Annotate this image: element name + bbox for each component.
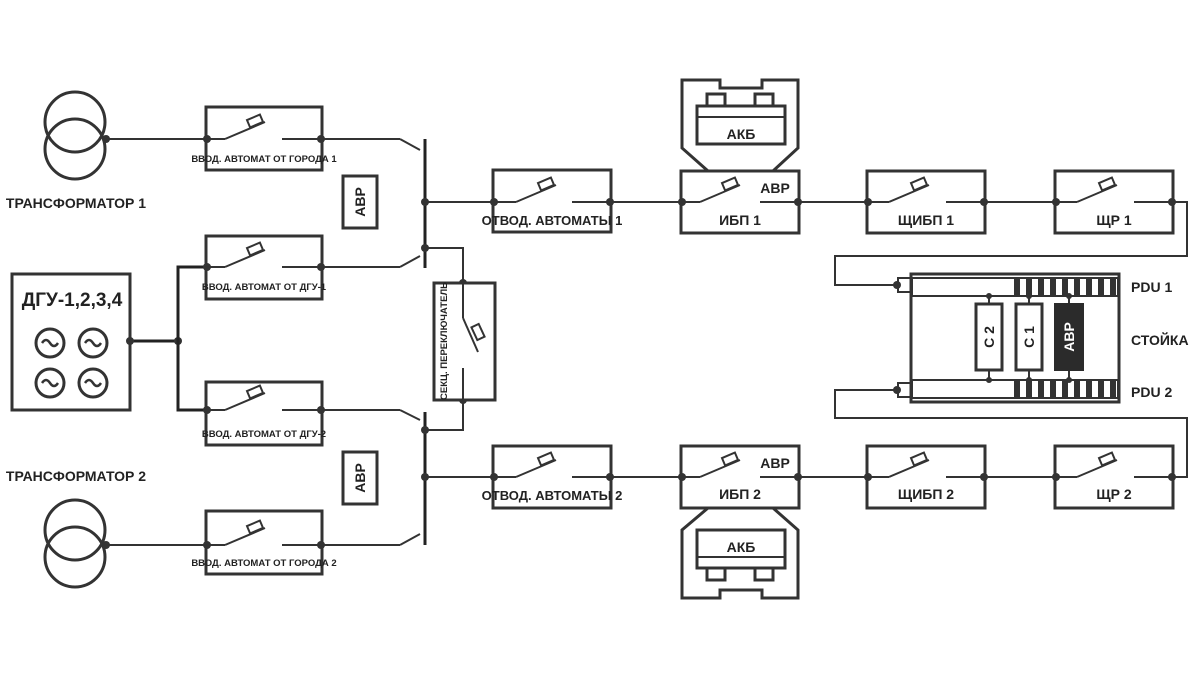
distribution-panel-2-label: ЩР 2: [1096, 486, 1131, 502]
server-c2: [974, 302, 1004, 372]
generator-icon: [34, 327, 66, 359]
breaker-city-2-label: ВВОД. АВТОМАТ ОТ ГОРОДА 2: [191, 558, 336, 569]
rack-avr-label: АВР: [1061, 322, 1077, 352]
transformer-2-label: ТРАНСФОРМАТОР 2: [6, 468, 146, 484]
outgoing-breakers-1-label: ОТВОД. АВТОМАТЫ 1: [482, 213, 623, 228]
server-c1-label: С 1: [1021, 326, 1037, 348]
pdu-1-strip: [897, 277, 1119, 297]
ups-panel-2: ЩИБП 2: [864, 444, 988, 510]
transformer-1: ТРАНСФОРМАТОР 1: [6, 90, 146, 211]
ups-1: АКБ АВР ИБП 1: [678, 78, 802, 235]
avr-switch-top: АВР: [322, 138, 429, 268]
breaker-dgu-2-label: ВВОД. АВТОМАТ ОТ ДГУ-2: [202, 429, 326, 440]
avr-switch-bottom: АВР: [322, 409, 429, 546]
ups-2: АВР ИБП 2 АКБ: [678, 444, 802, 600]
ups-2-label: ИБП 2: [719, 486, 761, 502]
outgoing-breakers-2-label: ОТВОД. АВТОМАТЫ 2: [482, 488, 623, 503]
ups-panel-1: ЩИБП 1: [864, 169, 988, 235]
server-rack: С 2 С 1 АВР: [897, 272, 1121, 404]
pdu-1-label: PDU 1: [1131, 279, 1172, 295]
outgoing-breakers-2: ОТВОД. АВТОМАТЫ 2: [482, 444, 623, 510]
pdu-2-label: PDU 2: [1131, 384, 1172, 400]
battery-1-label: АКБ: [727, 126, 756, 142]
transformer-1-label: ТРАНСФОРМАТОР 1: [6, 195, 146, 211]
outgoing-breakers-1: ОТВОД. АВТОМАТЫ 1: [482, 168, 623, 234]
breaker-dgu-1-label: ВВОД. АВТОМАТ ОТ ДГУ-1: [202, 282, 327, 293]
distribution-panel-1: ЩР 1: [1052, 169, 1176, 235]
ups-panel-1-label: ЩИБП 1: [898, 212, 954, 228]
ups-2-avr-label: АВР: [760, 455, 790, 471]
battery-2-label: АКБ: [727, 539, 756, 555]
distribution-panel-1-label: ЩР 1: [1096, 212, 1131, 228]
ups-panel-2-label: ЩИБП 2: [898, 486, 954, 502]
distribution-panel-2: ЩР 2: [1052, 444, 1176, 510]
rack-label: СТОЙКА: [1131, 331, 1189, 348]
breaker-dgu-2: ВВОД. АВТОМАТ ОТ ДГУ-2: [202, 380, 326, 447]
section-switch: СЕКЦ. ПЕРЕКЛЮЧАТЕЛЬ: [425, 247, 497, 431]
breaker-city-2: ВВОД. АВТОМАТ ОТ ГОРОДА 2: [191, 509, 337, 576]
avr-bottom-label: АВР: [352, 463, 368, 493]
dgu-generator-block: ДГУ-1,2,3,4: [10, 272, 132, 412]
pdu-2-strip: [897, 379, 1119, 399]
server-c1: [1014, 302, 1044, 372]
ups-1-label: ИБП 1: [719, 212, 761, 228]
dgu-label: ДГУ-1,2,3,4: [22, 290, 123, 311]
generator-icon: [34, 367, 66, 399]
rack-avr: [1054, 303, 1084, 371]
breaker-dgu-1: ВВОД. АВТОМАТ ОТ ДГУ-1: [202, 234, 327, 301]
breaker-city-1: ВВОД. АВТОМАТ ОТ ГОРОДА 1: [191, 105, 337, 172]
server-c2-label: С 2: [981, 326, 997, 348]
generator-icon: [77, 367, 109, 399]
transformer-2: ТРАНСФОРМАТОР 2: [6, 468, 146, 589]
breaker-city-1-label: ВВОД. АВТОМАТ ОТ ГОРОДА 1: [191, 154, 337, 165]
avr-top-label: АВР: [352, 187, 368, 217]
ups-1-avr-label: АВР: [760, 180, 790, 196]
generator-icon: [77, 327, 109, 359]
section-switch-label: СЕКЦ. ПЕРЕКЛЮЧАТЕЛЬ: [439, 282, 450, 400]
